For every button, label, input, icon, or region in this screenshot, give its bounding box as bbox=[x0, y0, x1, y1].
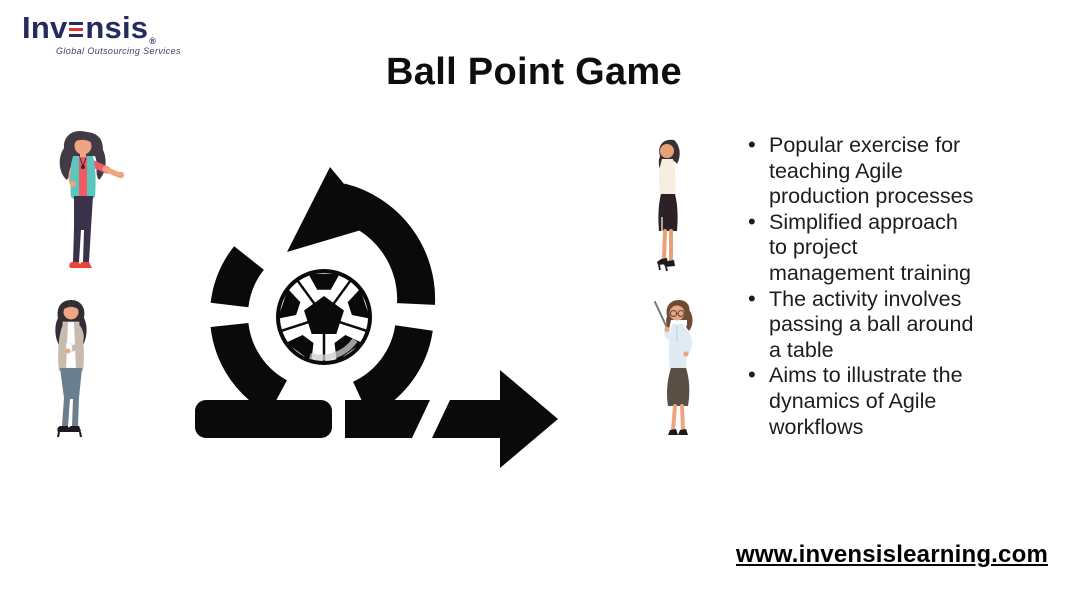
cycle-arc-upper-left bbox=[210, 246, 265, 308]
bullet-item: Popular exercise for teaching Agile prod… bbox=[746, 132, 1048, 210]
woman-presenting-illustration bbox=[59, 130, 125, 268]
brand-prefix: Inv bbox=[22, 10, 68, 45]
woman-profile-illustration bbox=[657, 139, 680, 272]
forward-arrow-icon bbox=[432, 370, 558, 468]
soccer-ball-icon bbox=[276, 269, 372, 365]
bullet-item: Aims to illustrate the dynamics of Agile… bbox=[746, 362, 1048, 440]
bullet-list: Popular exercise for teaching Agile prod… bbox=[746, 132, 1048, 440]
page-title: Ball Point Game bbox=[386, 51, 682, 94]
brand-suffix: nsis bbox=[85, 10, 149, 45]
website-link[interactable]: www.invensislearning.com bbox=[736, 541, 1048, 568]
cycle-arrowhead-icon bbox=[287, 167, 378, 252]
arrow-tail-segment bbox=[345, 400, 430, 438]
logo-tagline: Global Outsourcing Services bbox=[56, 46, 181, 56]
agile-sprint-icon bbox=[195, 167, 558, 468]
bullet-item: Simplified approach to project managemen… bbox=[746, 209, 1048, 287]
cycle-arc-lower-left bbox=[210, 322, 288, 414]
cycle-arc-bottom-right bbox=[352, 324, 433, 417]
stylized-e-glyph bbox=[69, 22, 84, 38]
baseline-bar bbox=[195, 400, 332, 438]
bullet-item: The activity involves passing a ball aro… bbox=[746, 286, 1048, 364]
registered-trademark: ® bbox=[149, 36, 157, 46]
woman-with-pointer-illustration bbox=[654, 300, 693, 435]
woman-holding-coffee-illustration bbox=[55, 300, 87, 438]
